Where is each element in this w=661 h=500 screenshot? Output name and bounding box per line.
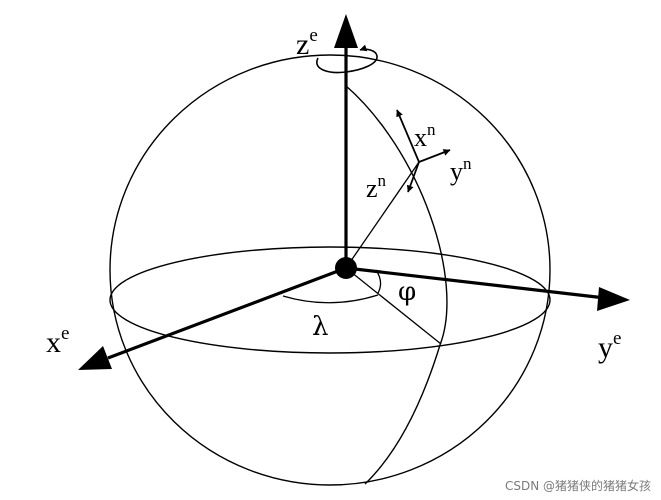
xn-label: xn [414, 120, 436, 152]
watermark-text: CSDN @猪猪侠的猪猪女孩 [504, 479, 651, 493]
ye-axis [345, 266, 606, 300]
xe-label: xe [46, 323, 69, 359]
lambda-arc [282, 294, 379, 304]
equator-ellipse [109, 246, 551, 354]
phi-arc [375, 269, 382, 294]
earth-sphere-outline [109, 54, 551, 486]
ze-arrowhead [334, 14, 358, 48]
ze-label: ze [296, 25, 318, 61]
radius-line [345, 161, 420, 269]
yn-label: yn [450, 154, 472, 186]
phi-label: φ [398, 277, 416, 307]
xe-axis [107, 266, 347, 360]
ye-arrowhead [597, 287, 630, 311]
rotation-arc [316, 44, 378, 74]
longitude-line [345, 267, 442, 345]
zn-axis [406, 161, 420, 193]
xe-arrowhead [78, 346, 112, 370]
ye-label: ye [598, 328, 621, 364]
lambda-label: λ [312, 312, 328, 342]
yn-axis [418, 149, 451, 163]
meridian-curve [344, 84, 448, 485]
xn-axis [396, 109, 420, 163]
zn-label: zn [366, 171, 387, 203]
